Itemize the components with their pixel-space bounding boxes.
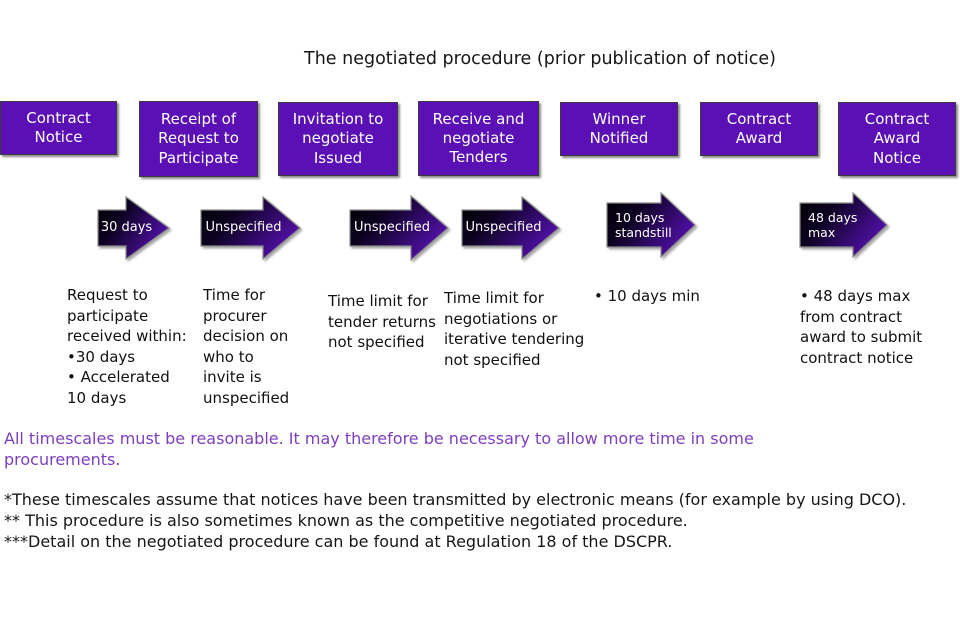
- arrow-unspecified-3: Unspecified: [461, 196, 560, 260]
- block-arrow-shape: [97, 196, 170, 260]
- stage-box-receive-negotiate-tenders: Receive and negotiate Tenders: [418, 101, 539, 176]
- note-procurer-decision: Time for procurer decision on who to inv…: [203, 286, 290, 407]
- block-arrow-shape: [799, 192, 888, 258]
- stage-box-contract-award: Contract Award: [700, 102, 818, 156]
- arrow-label: 30 days: [100, 220, 153, 236]
- arrow-unspecified-1: Unspecified: [200, 196, 301, 260]
- block-arrow-shape: [606, 192, 696, 258]
- stage-box-contract-award-notice: Contract Award Notice: [838, 102, 956, 176]
- reasonableness-note: All timescales must be reasonable. It ma…: [4, 429, 754, 469]
- stage-box-contract-notice: Contract Notice: [0, 101, 117, 155]
- footnote-regulation-18: ***Detail on the negotiated procedure ca…: [4, 532, 673, 551]
- arrow-48-days-max: 48 days max: [799, 192, 888, 258]
- arrow-label: Unspecified: [354, 220, 430, 236]
- arrow-30-days: 30 days: [97, 196, 170, 260]
- note-tender-returns: Time limit for tender returns not specif…: [328, 292, 436, 351]
- arrow-label: 10 days standstill: [615, 210, 672, 240]
- block-arrow-shape: [200, 196, 301, 260]
- arrow-label: 48 days max: [808, 210, 858, 240]
- arrow-label: Unspecified: [205, 220, 282, 236]
- note-negotiations-tendering: Time limit for negotiations or iterative…: [444, 289, 585, 369]
- block-arrow-shape: [349, 195, 449, 261]
- diagram-title: The negotiated procedure (prior publicat…: [304, 49, 776, 69]
- stage-box-receipt-of-request: Receipt of Request to Participate: [139, 101, 258, 177]
- arrow-unspecified-2: Unspecified: [349, 195, 449, 261]
- footnote-electronic-means: *These timescales assume that notices ha…: [4, 490, 907, 509]
- note-10-days-min: • 10 days min: [594, 287, 700, 305]
- note-48-days-max: • 48 days max from contract award to sub…: [800, 287, 923, 367]
- arrow-label: Unspecified: [465, 220, 542, 236]
- stage-box-invitation-to-negotiate: Invitation to negotiate Issued: [278, 102, 398, 176]
- block-arrow-shape: [461, 196, 560, 260]
- stage-box-winner-notified: Winner Notified: [560, 102, 678, 156]
- arrow-10-days-standstill: 10 days standstill: [606, 192, 696, 258]
- footnote-competitive-negotiated: ** This procedure is also sometimes know…: [4, 511, 688, 530]
- note-request-to-participate: Request to participate received within: …: [67, 286, 187, 407]
